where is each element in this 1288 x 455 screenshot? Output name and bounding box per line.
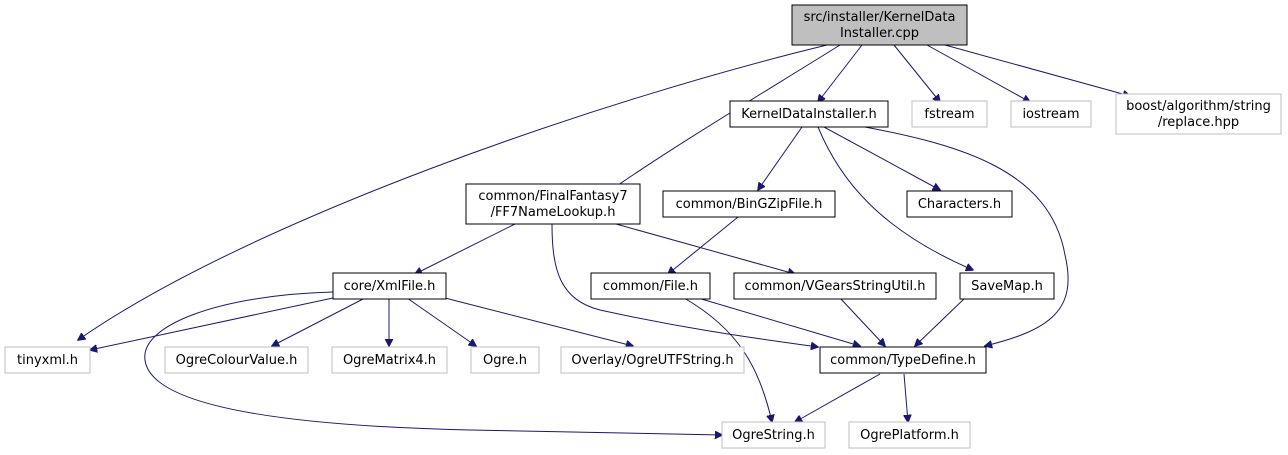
node-ogreplatform[interactable]: OgrePlatform.h <box>848 421 971 449</box>
edge-kernel-to-savemap <box>817 126 973 270</box>
node-vgears[interactable]: common/VGearsStringUtil.h <box>733 272 937 300</box>
node-label: OgreMatrix4.h <box>343 353 436 368</box>
node-box <box>721 421 826 449</box>
node-label: Overlay/OgreUTFString.h <box>571 353 733 368</box>
edge-root-to-boost-replace <box>944 44 1130 96</box>
node-iostream[interactable]: iostream <box>1010 100 1092 128</box>
node-label: Characters.h <box>918 197 1001 212</box>
node-box <box>470 346 540 374</box>
node-ogrestring[interactable]: OgreString.h <box>721 421 826 449</box>
edge-root-to-kernel-h <box>818 44 863 102</box>
node-matrix4[interactable]: OgreMatrix4.h <box>331 346 448 374</box>
edge-root-to-fstream <box>893 44 940 102</box>
node-box <box>959 272 1055 300</box>
edge-root-to-iostream <box>926 44 1030 102</box>
edge-savemap-to-typedefine <box>915 297 966 346</box>
node-label: src/installer/KernelData <box>804 10 956 25</box>
edge-kernel-to-typedefine <box>864 126 1069 346</box>
node-savemap[interactable]: SaveMap.h <box>959 272 1055 300</box>
node-box <box>848 421 971 449</box>
node-label: common/FinalFantasy7 <box>478 189 627 204</box>
node-box <box>729 100 889 128</box>
node-file-h[interactable]: common/File.h <box>590 272 711 300</box>
node-ff7[interactable]: common/FinalFantasy7/FF7NameLookup.h <box>465 183 641 225</box>
node-box <box>733 272 937 300</box>
node-label: OgreColourValue.h <box>176 353 298 368</box>
node-bingzip[interactable]: common/BinGZipFile.h <box>662 190 836 218</box>
node-colourvalue[interactable]: OgreColourValue.h <box>164 346 309 374</box>
edge-xmlfile-to-utfstring <box>444 297 633 346</box>
node-box <box>465 183 641 225</box>
node-kernel-h[interactable]: KernelDataInstaller.h <box>729 100 889 128</box>
dependency-nodes: src/installer/KernelDataInstaller.cppKer… <box>4 4 1282 449</box>
node-box <box>791 4 968 46</box>
node-box <box>662 190 836 218</box>
node-box <box>560 346 745 374</box>
node-label: Ogre.h <box>483 353 527 368</box>
edge-root-to-tinyxml <box>78 44 828 340</box>
node-box <box>1115 93 1282 135</box>
node-box <box>164 346 309 374</box>
node-label: KernelDataInstaller.h <box>741 107 877 122</box>
node-label: OgreString.h <box>732 428 815 443</box>
node-xmlfile[interactable]: core/XmlFile.h <box>332 272 447 300</box>
node-label: boost/algorithm/string <box>1126 99 1271 114</box>
edge-xmlfile-to-ogre <box>406 297 476 346</box>
edge-xmlfile-to-ogrestring <box>144 291 722 435</box>
node-ogre[interactable]: Ogre.h <box>470 346 540 374</box>
node-box <box>331 346 448 374</box>
node-box <box>819 346 987 374</box>
node-box <box>906 190 1013 218</box>
node-label: OgrePlatform.h <box>860 428 959 443</box>
node-label: /FF7NameLookup.h <box>491 205 616 220</box>
edge-vgears-to-typedefine <box>839 297 885 346</box>
edge-kernel-to-bingzip <box>758 126 803 190</box>
node-box <box>590 272 711 300</box>
edge-xmlfile-to-tinyxml <box>90 297 334 350</box>
dependency-edges <box>78 44 1130 435</box>
node-label: /replace.hpp <box>1158 115 1239 130</box>
node-label: iostream <box>1022 107 1079 122</box>
node-label: core/XmlFile.h <box>344 279 436 294</box>
edge-file-to-typedefine <box>697 297 860 346</box>
edge-xmlfile-to-colourvalue <box>272 297 366 346</box>
edge-typedefine-to-ogrestring <box>795 373 881 422</box>
node-utfstring[interactable]: Overlay/OgreUTFString.h <box>560 346 745 374</box>
node-label: common/BinGZipFile.h <box>676 197 823 212</box>
node-box <box>911 100 988 128</box>
node-label: common/VGearsStringUtil.h <box>744 279 925 294</box>
node-label: common/File.h <box>603 279 698 294</box>
node-root[interactable]: src/installer/KernelDataInstaller.cpp <box>791 4 968 46</box>
edge-kernel-to-characters <box>823 126 940 190</box>
node-label: tinyxml.h <box>17 353 78 368</box>
node-boost-replace[interactable]: boost/algorithm/string/replace.hpp <box>1115 93 1282 135</box>
node-box <box>332 272 447 300</box>
node-box <box>4 346 91 374</box>
edge-typedefine-to-ogreplatform <box>904 373 908 422</box>
edge-ff7-to-vgears <box>615 223 795 274</box>
node-fstream[interactable]: fstream <box>911 100 988 128</box>
node-tinyxml[interactable]: tinyxml.h <box>4 346 91 374</box>
node-label: SaveMap.h <box>971 279 1043 294</box>
node-label: fstream <box>924 107 974 122</box>
edge-bingzip-to-file <box>668 216 739 274</box>
node-box <box>1010 100 1092 128</box>
node-characters[interactable]: Characters.h <box>906 190 1013 218</box>
edge-ff7-to-typedefine <box>551 223 818 347</box>
node-label: Installer.cpp <box>840 26 919 41</box>
node-typedefine[interactable]: common/TypeDefine.h <box>819 346 987 374</box>
edge-ff7-to-xmlfile <box>415 223 516 274</box>
node-label: common/TypeDefine.h <box>830 353 976 368</box>
